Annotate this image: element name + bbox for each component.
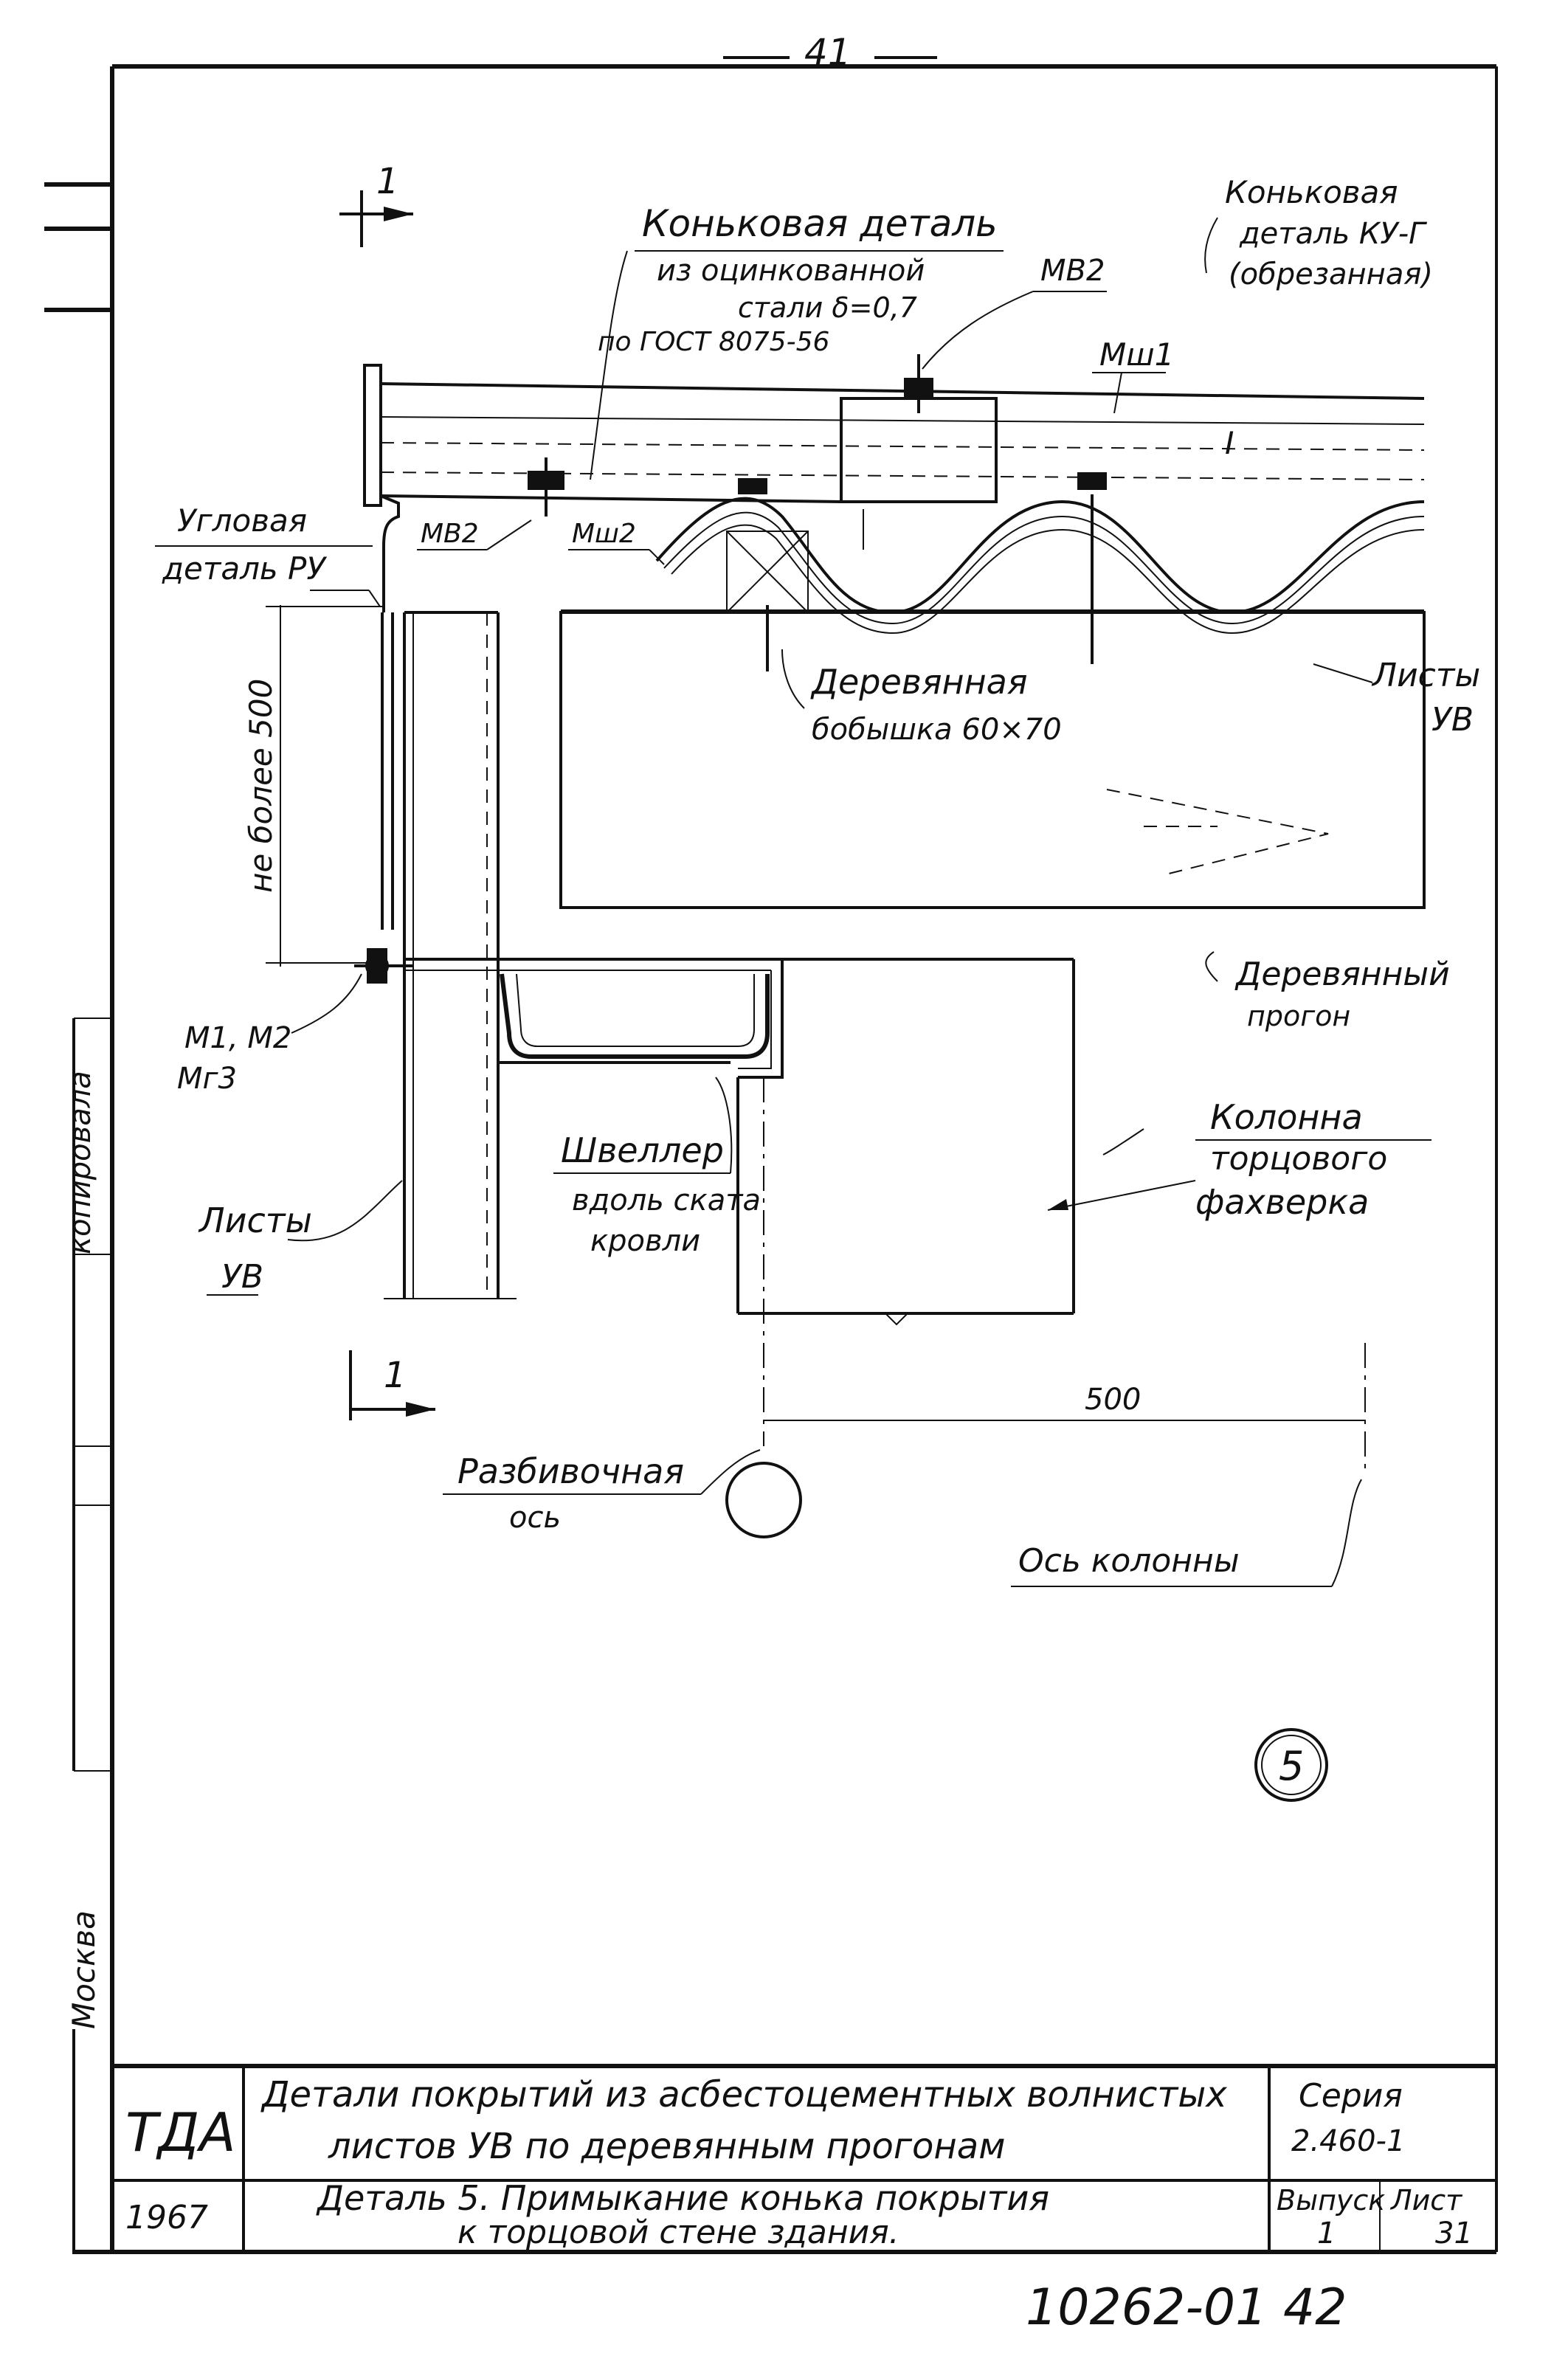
margin-text-city: Москва	[66, 1910, 102, 2029]
ridge-detail-callout: Коньковая деталь из оцинкованной стали δ…	[590, 202, 1004, 480]
mv2-left-callout: МВ2 Мш2	[417, 519, 665, 565]
sheets-right-line2: УВ	[1431, 701, 1474, 739]
framework-column	[736, 958, 1075, 1326]
column-callout: Колонна торцового фахверка	[1047, 1097, 1431, 1222]
sheets-right-line1: Листы	[1371, 657, 1480, 694]
channel-line1: Швеллер	[561, 1130, 724, 1170]
sheet-value: 31	[1435, 2217, 1473, 2250]
corner-detail-line1: Угловая	[177, 502, 307, 539]
bottom-page-number: 10262-01 42	[1026, 2279, 1347, 2337]
ridge-detail-title: Коньковая деталь	[642, 202, 998, 245]
series-value: 2.460-1	[1291, 2124, 1405, 2158]
section-mark-top: 1	[339, 161, 413, 247]
corrugated-sheet	[655, 494, 1425, 671]
ku-g-line1: Коньковая	[1225, 174, 1398, 210]
ridge-material-line1: из оцинкованной	[657, 254, 925, 288]
column-axis-text: Ось колонны	[1018, 1542, 1240, 1580]
column-line1: Колонна	[1210, 1097, 1363, 1137]
sheets-left-line2: УВ	[221, 1258, 263, 1296]
sheet-frame	[44, 64, 1498, 2254]
issue-label: Выпуск	[1277, 2184, 1385, 2217]
title-org: ТДА	[125, 2101, 235, 2163]
axis-line1: Разбивочная	[457, 1451, 684, 1491]
wood-block-callout: Деревянная бобышка 60×70	[781, 649, 1062, 747]
ku-g-line2: деталь КУ-Г	[1239, 217, 1427, 251]
section-mark-top-text: 1	[376, 161, 399, 202]
wooden-purlin	[559, 611, 1426, 909]
fasteners-line1: М1, М2	[184, 1021, 291, 1055]
section-mark-bottom-text: 1	[384, 1355, 407, 1396]
msh2-text: Мш2	[572, 519, 636, 549]
mv2-top-callout: МВ2	[922, 254, 1107, 370]
axis-callout: Разбивочная ось	[443, 1449, 761, 1535]
detail-number-text: 5	[1279, 1743, 1304, 1789]
dimension-vertical-text: не более 500	[243, 679, 279, 893]
column-line3: фахверка	[1195, 1182, 1369, 1222]
purlin-line1: Деревянный	[1234, 956, 1450, 993]
corner-detail-line2: деталь РУ	[162, 550, 327, 587]
dimension-500-text: 500	[1085, 1383, 1141, 1417]
channel-callout: Швеллер вдоль ската кровли	[553, 1077, 761, 1258]
axis-line2: ось	[509, 1501, 561, 1535]
mv2-top-text: МВ2	[1040, 254, 1105, 288]
column-axis-callout: Ось колонны	[1011, 1479, 1362, 1587]
sheets-right-callout: Листы УВ	[1313, 657, 1480, 739]
ridge-assembly: Мш1 I	[363, 336, 1425, 612]
msh1-text: Мш1	[1099, 336, 1174, 373]
margin-text-copier: копировала	[63, 1071, 97, 1254]
end-wall	[381, 611, 517, 1299]
series-label: Серия	[1299, 2077, 1403, 2115]
fasteners-line2: Мг3	[177, 1062, 237, 1096]
title-year: 1967	[125, 2199, 208, 2236]
issue-value: 1	[1317, 2217, 1336, 2250]
channel-line2: вдоль ската	[572, 1184, 761, 1217]
ku-g-callout: Коньковая деталь КУ-Г (обрезанная)	[1204, 174, 1433, 291]
channel-bracket	[354, 948, 784, 1079]
title-line1: Детали покрытий из асбестоцементных волн…	[260, 2074, 1227, 2115]
title-block: ТДА Детали покрытий из асбестоцементных …	[112, 2064, 1496, 2252]
wood-block-line2: бобышка 60×70	[812, 713, 1062, 747]
sheets-left-line1: Листы	[198, 1200, 312, 1240]
fasteners-callout: М1, М2 Мг3	[177, 973, 362, 1096]
ridge-material-line3: по ГОСТ 8075-56	[598, 327, 829, 357]
corner-detail-callout: Угловая деталь РУ	[155, 502, 381, 607]
roman-one-text: I	[1225, 425, 1234, 461]
detail-title-line2: к торцовой стене здания.	[457, 2214, 899, 2251]
sheet-label: Лист	[1389, 2184, 1463, 2217]
column-line2: торцового	[1210, 1140, 1387, 1178]
detail-title-line1: Деталь 5. Примыкание конька покрытия	[316, 2178, 1049, 2218]
dimension-vertical: не более 500	[243, 605, 384, 967]
ku-g-line3: (обрезанная)	[1229, 258, 1433, 291]
purlin-callout: Деревянный прогон	[1205, 951, 1450, 1032]
wood-block-line1: Деревянная	[810, 662, 1028, 702]
title-line2: листов УВ по деревянным прогонам	[328, 2126, 1005, 2167]
channel-line3: кровли	[590, 1224, 700, 1258]
detail-number-circle: 5	[1254, 1728, 1328, 1802]
ridge-material-line2: стали δ=0,7	[738, 291, 917, 324]
purlin-line2: прогон	[1247, 1000, 1350, 1032]
mv2-left-text: МВ2	[421, 519, 479, 549]
axis-dimension: 500	[725, 1077, 1366, 1538]
section-mark-bottom: 1	[349, 1350, 435, 1420]
sheets-left-callout: Листы УВ	[198, 1180, 403, 1296]
